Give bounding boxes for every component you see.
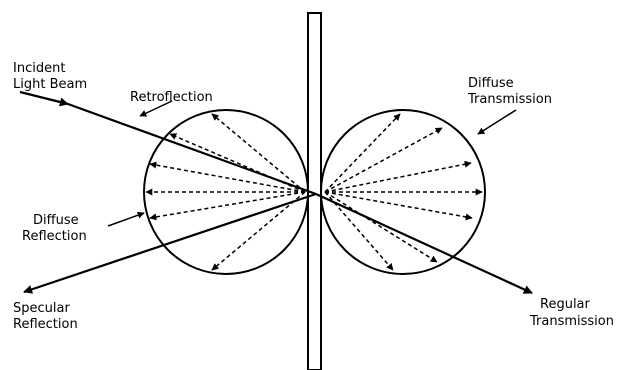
- label-specular-reflection-line2: Reflection: [13, 317, 78, 332]
- diffuse-transmission-pointer: [477, 109, 517, 135]
- specular-reflection-beam: [23, 192, 317, 294]
- label-regular-transmission-line1: Regular: [540, 297, 591, 312]
- regular-transmission-beam: [315, 193, 533, 294]
- label-diffuse-transmission-line1: Diffuse: [468, 76, 514, 91]
- diffuse-transmission-ray: [324, 191, 473, 221]
- label-incident-line1: Incident: [13, 61, 65, 76]
- diffuse-transmission-rays: [324, 113, 483, 271]
- label-diffuse-transmission-line2: Transmission: [467, 92, 552, 107]
- retroflection-pointer: [139, 100, 173, 117]
- transmission-circle: [320, 109, 486, 275]
- diffuse-reflection-ray: [149, 191, 306, 221]
- solid-beams: [19, 90, 533, 294]
- label-diffuse-reflection-line2: Reflection: [22, 229, 87, 244]
- diffuse-reflection-rays: [145, 113, 306, 271]
- diffuse-transmission-ray: [324, 127, 443, 193]
- label-specular-reflection-line1: Specular: [13, 301, 70, 316]
- diffuse-transmission-ray: [324, 113, 401, 193]
- incident-beam: [67, 102, 317, 196]
- label-incident-line2: Light Beam: [13, 77, 87, 92]
- diffuse-transmission-ray: [324, 191, 394, 271]
- incident-arrowhead: [19, 90, 69, 107]
- label-regular-transmission-line2: Transmission: [529, 314, 614, 329]
- diffuse-transmission-ray: [324, 160, 472, 193]
- label-pointers: [107, 100, 517, 227]
- diffuse-reflection-pointer: [107, 211, 145, 227]
- diffuse-reflection-ray: [211, 191, 306, 271]
- label-diffuse-reflection-line1: Diffuse: [33, 213, 79, 228]
- label-retroflection: Retroflection: [130, 90, 213, 105]
- diffuse-reflection-ray: [211, 113, 306, 193]
- diffuse-reflection-ray: [149, 161, 306, 193]
- diffuse-transmission-ray: [324, 191, 438, 263]
